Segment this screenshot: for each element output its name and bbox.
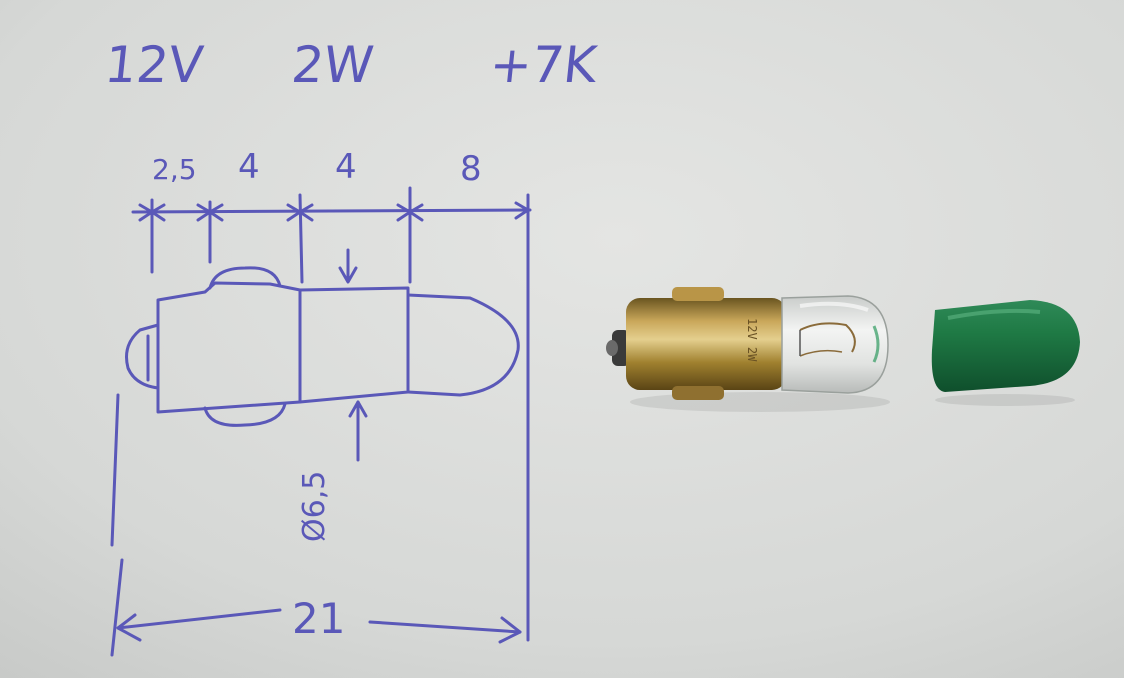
- bottom-dimension-line: [116, 608, 282, 630]
- top-dimension-line: [131, 208, 532, 214]
- bulb-brass-base: 12V 2W: [626, 287, 786, 400]
- sketch-glass-dome: [406, 293, 520, 397]
- bulb-glass: [781, 295, 889, 394]
- dim-bulb-length: 8: [460, 149, 482, 189]
- bulb-contact-tip: [606, 330, 630, 366]
- dim-base-length: 4: [238, 147, 260, 187]
- dim-neck-length: 4: [335, 147, 357, 187]
- dim-base-tip: 2,5: [152, 153, 197, 186]
- green-lens-cap: [931, 300, 1080, 406]
- svg-text:12V 2W: 12V 2W: [745, 318, 759, 362]
- dim-total-length: 21: [292, 594, 346, 643]
- sketch-bulb-base: [156, 281, 302, 414]
